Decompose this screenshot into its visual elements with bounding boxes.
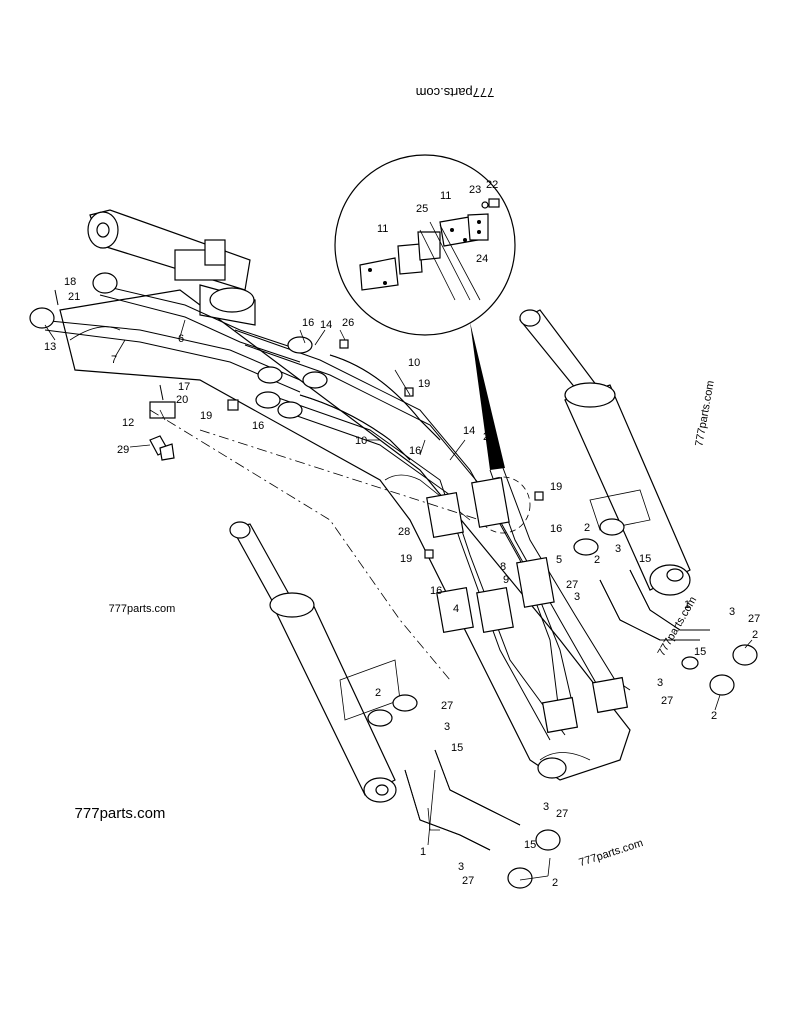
callout-27a: 27 xyxy=(441,700,453,712)
callout-3c: 3 xyxy=(458,861,464,873)
callout-14a: 14 xyxy=(320,319,332,331)
callout-23: 23 xyxy=(469,184,481,196)
callout-10a: 10 xyxy=(408,357,420,369)
callout-2a: 2 xyxy=(375,687,381,699)
callout-3b: 3 xyxy=(543,801,549,813)
callout-2f: 2 xyxy=(594,554,600,566)
callout-27b: 27 xyxy=(556,808,568,820)
callout-22: 22 xyxy=(486,179,498,191)
bucket-cylinder-left xyxy=(229,521,401,803)
callout-18: 18 xyxy=(64,276,76,288)
callout-15d: 15 xyxy=(694,646,706,658)
tube-clamps xyxy=(426,477,629,734)
watermark-bottom-right: 777parts.com xyxy=(578,837,645,869)
callout-9: 9 xyxy=(503,574,509,586)
callout-5: 5 xyxy=(556,554,562,566)
callout-27d: 27 xyxy=(566,579,578,591)
callout-15b: 15 xyxy=(524,839,536,851)
callout-2b: 2 xyxy=(552,877,558,889)
callout-19b: 19 xyxy=(200,410,212,422)
callout-6: 6 xyxy=(178,333,184,345)
callout-12: 12 xyxy=(122,417,134,429)
flexible-hoses-right xyxy=(573,518,758,696)
callout-3f: 3 xyxy=(729,606,735,618)
watermark-right: 777parts.com xyxy=(693,380,716,448)
callout-1b: 1 xyxy=(684,599,690,611)
callout-2c: 2 xyxy=(584,522,590,534)
callout-3d: 3 xyxy=(574,591,580,603)
callout-15c: 15 xyxy=(639,553,651,565)
callout-26: 26 xyxy=(342,317,354,329)
callout-19d: 19 xyxy=(400,553,412,565)
callout-27e: 27 xyxy=(748,613,760,625)
callout-11b: 11 xyxy=(440,190,451,202)
callout-14b: 14 xyxy=(463,425,475,437)
callout-1a: 1 xyxy=(420,846,426,858)
callout-24: 24 xyxy=(476,253,488,265)
watermark-rear-right: 777parts.com xyxy=(656,595,700,659)
callout-29: 29 xyxy=(117,444,129,456)
callout-19c: 19 xyxy=(550,481,562,493)
centerline xyxy=(149,409,451,681)
callout-25: 25 xyxy=(416,203,428,215)
callout-3g: 3 xyxy=(657,677,663,689)
callout-28b: 28 xyxy=(398,526,410,538)
callout-2e: 2 xyxy=(711,710,717,722)
flexible-hoses-upper xyxy=(255,336,441,461)
callout-16b: 16 xyxy=(252,420,264,432)
callout-17: 17 xyxy=(178,381,190,393)
callout-3e: 3 xyxy=(615,543,621,555)
callout-11a: 11 xyxy=(377,223,388,235)
callout-15a: 15 xyxy=(451,742,463,754)
boom-cylinder-top xyxy=(87,209,256,326)
callout-16a: 16 xyxy=(302,317,314,329)
callout-10b: 10 xyxy=(355,435,367,447)
callout-28a: 28 xyxy=(483,431,495,443)
detail-circle xyxy=(334,154,531,534)
callout-16e: 16 xyxy=(430,585,442,597)
callout-16d: 16 xyxy=(550,523,562,535)
callout-2d: 2 xyxy=(752,629,758,641)
callout-27c: 27 xyxy=(462,875,474,887)
callout-16c: 16 xyxy=(409,445,421,457)
callout-8: 8 xyxy=(500,561,506,573)
callout-19a: 19 xyxy=(418,378,430,390)
callout-7: 7 xyxy=(111,354,117,366)
watermark-left-mid: 777parts.com xyxy=(109,603,176,615)
callout-4: 4 xyxy=(453,603,459,615)
flexible-hoses-lower xyxy=(367,694,561,889)
arm-cylinder-right xyxy=(519,309,691,596)
centerline-2 xyxy=(199,429,481,521)
callout-13: 13 xyxy=(44,341,56,353)
callout-21: 21 xyxy=(68,291,80,303)
callout-20: 20 xyxy=(176,394,188,406)
watermark-top: 777parts.com xyxy=(416,85,495,100)
watermark-bottom-left: 777parts.com xyxy=(75,805,166,822)
callout-3a: 3 xyxy=(444,721,450,733)
leader-lines xyxy=(44,319,753,881)
callout-27f: 27 xyxy=(661,695,673,707)
